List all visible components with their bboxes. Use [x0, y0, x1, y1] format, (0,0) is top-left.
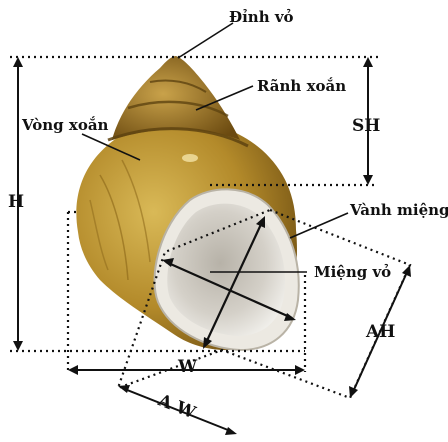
w-arrow-head-right	[295, 365, 305, 375]
aw-arrow-head-left	[118, 385, 130, 393]
label-aperture-width: A W	[154, 390, 199, 424]
label-suture: Rãnh xoắn	[257, 77, 346, 95]
label-aperture-lip: Vành miệng	[349, 201, 448, 219]
sh-arrow-head-bottom	[363, 175, 373, 185]
label-aperture-height: AH	[365, 322, 395, 342]
label-shell-height: SH	[352, 116, 380, 136]
aw-arrow-head-right	[225, 427, 237, 435]
aperture-lip-leader	[290, 213, 348, 238]
h-arrow-head-top	[13, 57, 23, 67]
apex-leader	[178, 23, 233, 58]
label-height: H	[8, 192, 24, 212]
sh-arrow-head-top	[363, 57, 373, 67]
ah-arrow-head-bottom	[349, 386, 358, 398]
label-width: W	[177, 357, 198, 377]
w-arrow-head-left	[68, 365, 78, 375]
label-aperture: Miệng vỏ	[314, 263, 391, 281]
shell-highlight	[182, 154, 198, 162]
h-arrow-head-bottom	[13, 341, 23, 351]
label-apex: Đỉnh vỏ	[229, 8, 294, 26]
label-whorl: Vòng xoắn	[21, 116, 109, 134]
